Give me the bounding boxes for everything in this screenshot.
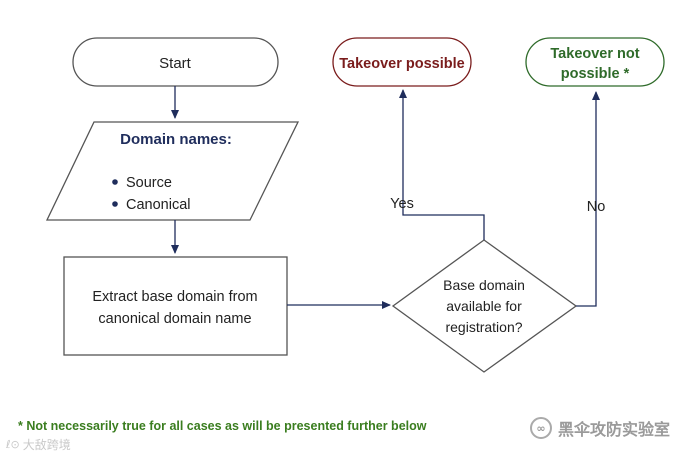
watermark-left: ℓ⊙ 大敌跨境 — [6, 436, 71, 453]
watermark-right-text: 黑伞攻防实验室 — [558, 420, 671, 439]
takeover-possible-label: Takeover possible — [339, 56, 464, 72]
input-node — [45, 121, 300, 221]
process-node — [63, 256, 288, 356]
takeover-not-node — [525, 37, 665, 87]
watermark-right: ∞ 黑伞攻防实验室 — [530, 416, 670, 440]
bullet-icon — [112, 201, 118, 207]
input-title: Domain names: — [120, 131, 232, 148]
yes-label: Yes — [390, 196, 414, 212]
takeover-not-line1: Takeover not — [550, 46, 639, 62]
process-line2: canonical domain name — [98, 311, 251, 327]
takeover-not-line2: possible * — [561, 66, 630, 82]
decision-line3: registration? — [445, 319, 522, 335]
watermark-left-text: 大敌跨境 — [22, 438, 71, 452]
input-item-source: Source — [126, 175, 172, 191]
watermark-small-logo-icon: ℓ⊙ — [6, 438, 20, 451]
decision-line2: available for — [446, 298, 522, 314]
footnote: * Not necessarily true for all cases as … — [18, 419, 427, 433]
process-line1: Extract base domain from — [92, 289, 257, 305]
start-label: Start — [159, 55, 192, 72]
decision-line1: Base domain — [443, 277, 525, 293]
edge-yes — [399, 89, 485, 240]
bullet-icon — [112, 179, 118, 185]
decision-node — [391, 239, 578, 373]
no-label: No — [587, 199, 606, 215]
wechat-logo-icon: ∞ — [530, 417, 552, 439]
takeover-possible-node — [332, 37, 472, 87]
input-item-canonical: Canonical — [126, 197, 191, 213]
edge-no — [576, 91, 600, 307]
